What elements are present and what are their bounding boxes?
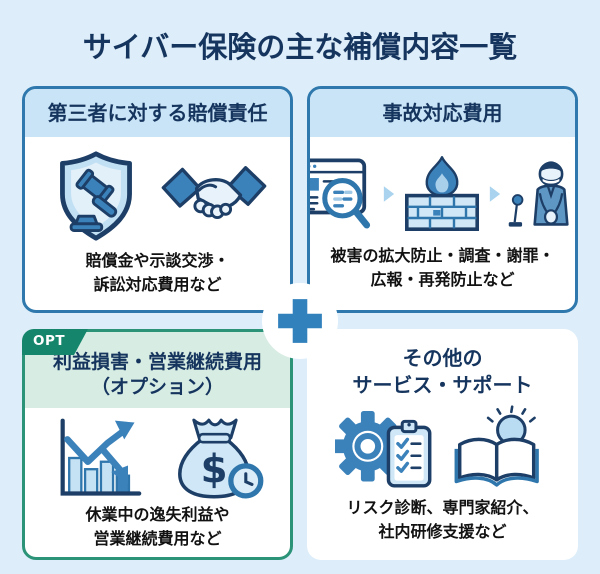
card-incident-body: 被害の拡大防止・調査・謝罪・ 広報・再発防止など [310, 137, 575, 310]
card-other-icons [334, 404, 551, 491]
card-incident: 事故対応費用 [307, 86, 578, 313]
arrow-right-icon [383, 185, 395, 203]
card-other-body: その他の サービス・サポート [307, 329, 578, 560]
card-profit-icons: $ [51, 414, 265, 502]
card-other-caption: リスク診断、専門家紹介、 社内研修支援など [346, 498, 539, 542]
card-liability-icons [48, 150, 268, 242]
card-other: その他の サービス・サポート [307, 329, 578, 560]
arrow-right-icon [489, 185, 501, 203]
card-liability: 第三者に対する賠償責任 [22, 86, 293, 313]
plus-icon [262, 283, 338, 359]
shield-gavel-icon [48, 150, 144, 242]
handshake-icon [160, 161, 268, 231]
money-bag-clock-icon: $ [165, 414, 265, 502]
card-liability-caption: 賠償金や示談交渉・ 訴訟対応費用など [85, 251, 230, 294]
card-profit: OPT 利益損害・営業継続費用 （オプション） [22, 329, 293, 560]
browser-search-icon [310, 155, 376, 233]
opt-tag-badge: OPT [22, 329, 88, 355]
card-incident-caption: 被害の拡大防止・調査・謝罪・ 広報・再発防止など [330, 246, 555, 290]
chart-decline-icon [51, 416, 149, 500]
card-incident-icons [310, 155, 575, 233]
card-profit-title: 利益損害・営業継続費用 （オプション） [25, 332, 290, 408]
firewall-icon [402, 155, 482, 233]
card-liability-body: 賠償金や示談交渉・ 訴訟対応費用など [25, 137, 290, 310]
svg-text:$: $ [200, 448, 227, 493]
card-other-title: その他の サービス・サポート [352, 345, 533, 397]
page-title: サイバー保険の主な補償内容一覧 [82, 30, 518, 64]
book-lightbulb-icon [451, 404, 551, 491]
card-liability-title: 第三者に対する賠償責任 [25, 89, 290, 137]
card-incident-title: 事故対応費用 [310, 89, 575, 137]
bowing-person-icon [508, 157, 576, 231]
gear-checklist-icon [334, 405, 435, 491]
card-profit-body: $ 休業中の逸失利益や 営業継続費用など [25, 408, 290, 557]
card-profit-caption: 休業中の逸失利益や 営業継続費用など [85, 504, 230, 548]
